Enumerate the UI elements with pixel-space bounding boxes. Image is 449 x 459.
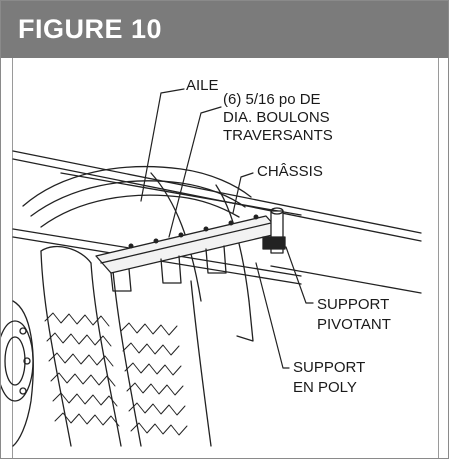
- label-aile: AILE: [186, 77, 219, 94]
- label-support-pivotant-line1: SUPPORT: [317, 296, 390, 313]
- pivot-post: [262, 207, 286, 254]
- label-boulons-line2: DIA. BOULONS: [223, 109, 330, 126]
- tire-rear: [112, 270, 212, 447]
- label-boulons-line3: TRAVERSANTS: [223, 127, 333, 144]
- wheel-hub: [1, 300, 34, 447]
- label-support-pivotant-line2: PIVOTANT: [317, 316, 391, 333]
- figure-title: FIGURE 10: [18, 14, 163, 44]
- mounting-arm: [95, 215, 282, 292]
- figure-header: FIGURE 10: [1, 1, 448, 58]
- chassis-rails: [12, 150, 422, 294]
- label-support-poly-line1: SUPPORT: [293, 359, 366, 376]
- label-chassis: CHÂSSIS: [257, 163, 323, 180]
- bolt-heads: [128, 214, 259, 249]
- tire-tread-pattern: [44, 312, 188, 436]
- label-boulons-line1: (6) 5/16 po DE: [223, 91, 321, 108]
- label-support-poly-line2: EN POLY: [293, 379, 357, 396]
- leader-lines: [140, 88, 314, 369]
- figure-inner-frame: [12, 58, 439, 458]
